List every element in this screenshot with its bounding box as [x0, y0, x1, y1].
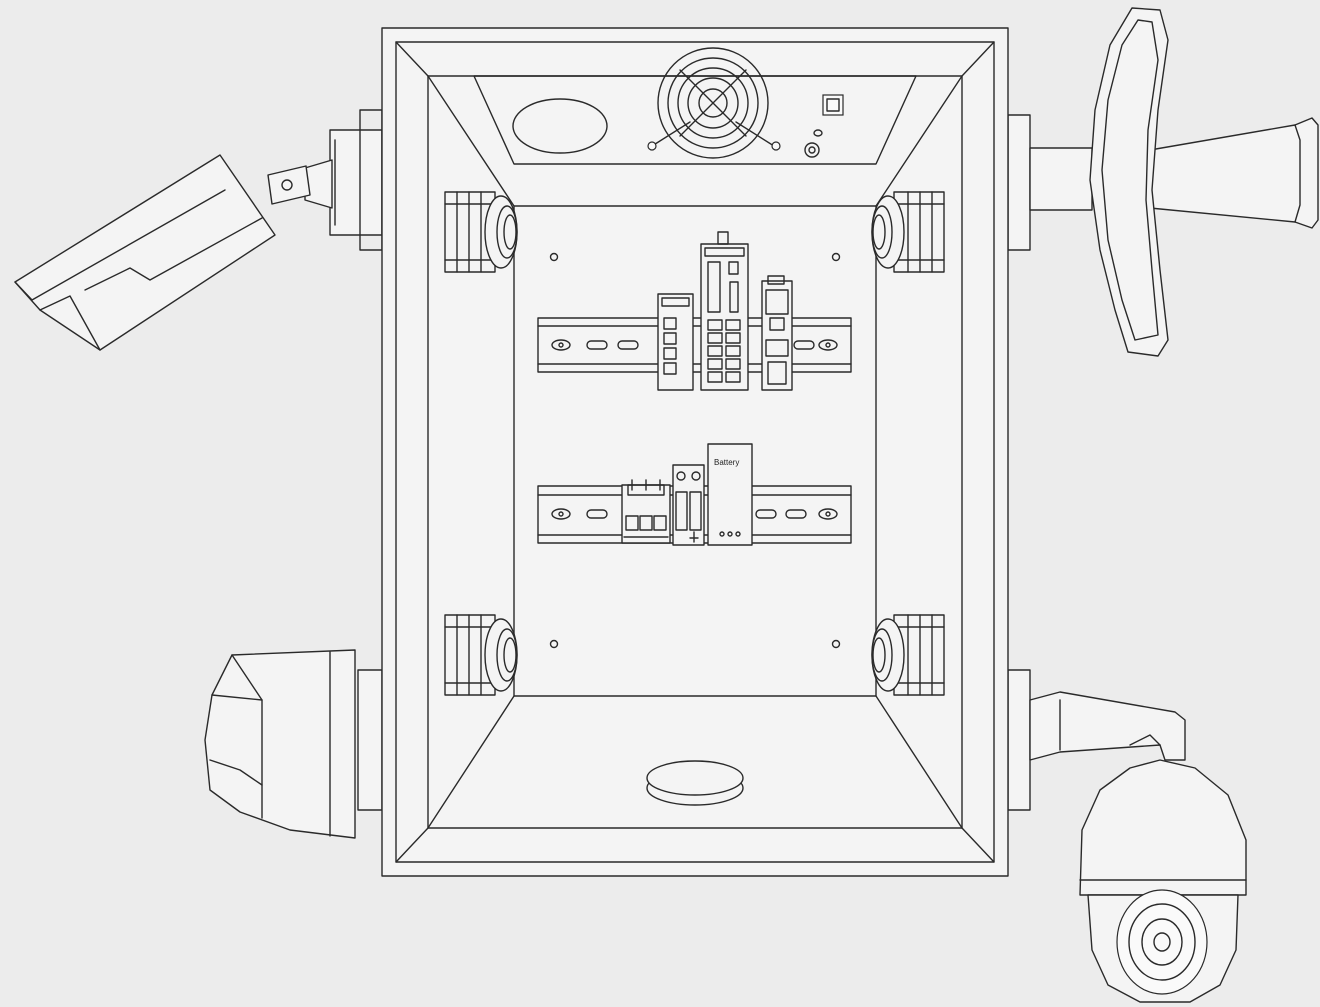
bullet-camera-icon: [14, 109, 383, 351]
ethernet-port-icon: [725, 332, 741, 344]
switch-indicator-icon: [804, 94, 844, 158]
ethernet-port-icon: [707, 332, 723, 344]
cable-gland-bottom-left-icon: [444, 614, 518, 696]
surge-protector-icon: [672, 464, 705, 546]
ethernet-port-icon: [707, 371, 723, 383]
battery-module-icon: Battery: [707, 443, 753, 546]
ethernet-port-icon: [707, 345, 723, 357]
media-converter-icon: [761, 275, 793, 391]
cable-gland-top-right-icon: [871, 191, 945, 273]
ptz-camera-icon: [1007, 669, 1247, 1003]
din-rail-top: [537, 317, 852, 373]
cable-gland-bottom-right-icon: [871, 614, 945, 696]
horn-speaker-icon: [1007, 7, 1319, 357]
industrial-switch-icon: [700, 231, 749, 391]
ethernet-port-icon: [707, 358, 723, 370]
bottom-port-icon: [646, 760, 744, 806]
cable-port-icon: [512, 98, 608, 154]
ethernet-port-icon: [707, 319, 723, 331]
ethernet-port-icon: [663, 347, 677, 360]
ethernet-port-icon: [663, 362, 677, 375]
ethernet-port-icon: [725, 371, 741, 383]
circuit-breaker-icon: [621, 479, 671, 544]
ethernet-port-icon: [663, 332, 677, 345]
fan-icon: [647, 47, 781, 159]
battery-label: Battery: [714, 458, 739, 467]
poe-switch-small-icon: [657, 293, 694, 391]
cable-gland-top-left-icon: [444, 191, 518, 273]
ethernet-port-icon: [725, 358, 741, 370]
ethernet-port-icon: [725, 319, 741, 331]
ethernet-port-icon: [663, 317, 677, 330]
enclosure-box: [381, 27, 1009, 877]
dome-camera-icon: [204, 649, 383, 839]
ethernet-port-icon: [725, 345, 741, 357]
